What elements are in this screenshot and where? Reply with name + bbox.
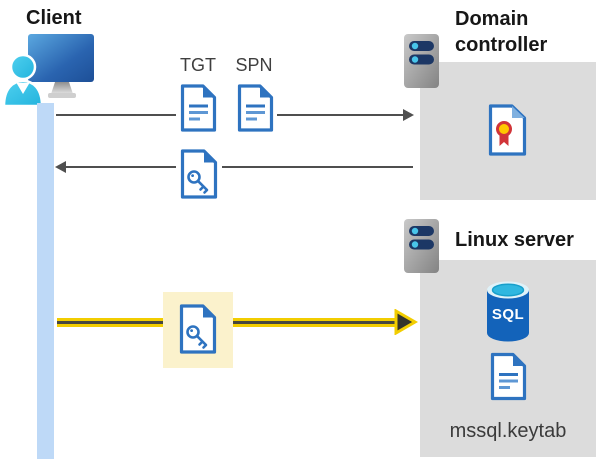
- flow-request-line-left: [56, 114, 176, 116]
- keytab-document-icon: [490, 352, 527, 401]
- flow-sql-auth-arrowhead: [394, 309, 418, 335]
- sql-database-icon: [487, 281, 529, 342]
- flow-request-arrowhead: [403, 109, 414, 121]
- flow-request-line-right: [277, 114, 404, 116]
- user-head-icon: [9, 53, 37, 81]
- monitor-icon: [28, 34, 94, 82]
- flow-ticket-arrowhead: [55, 161, 66, 173]
- client-node-label: Client: [26, 7, 82, 29]
- certificate-icon: [488, 104, 527, 156]
- user-collar: [16, 83, 30, 94]
- flow-ticket-line-left: [66, 166, 176, 168]
- tgt-document-icon: [180, 84, 217, 132]
- tgt-label: TGT: [180, 55, 216, 75]
- spn-document-icon: [237, 84, 274, 132]
- spn-label: SPN: [235, 55, 273, 75]
- domain-controller-server-icon: [404, 34, 439, 88]
- key-document-icon: [180, 149, 218, 199]
- client-workstation-icon: [2, 34, 94, 106]
- keytab-file-label: mssql.keytab: [449, 420, 567, 442]
- monitor-base: [48, 93, 76, 98]
- linux-server-label: Linux server: [455, 229, 574, 251]
- flow-ticket-line-right: [222, 166, 413, 168]
- sql-database-label: SQL: [491, 306, 525, 323]
- monitor-stand: [51, 82, 73, 94]
- key-document-highlighted-icon: [179, 304, 217, 354]
- linux-server-icon: [404, 219, 439, 273]
- client-lifeline: [37, 103, 54, 459]
- domain-controller-label: Domain controller: [455, 8, 548, 56]
